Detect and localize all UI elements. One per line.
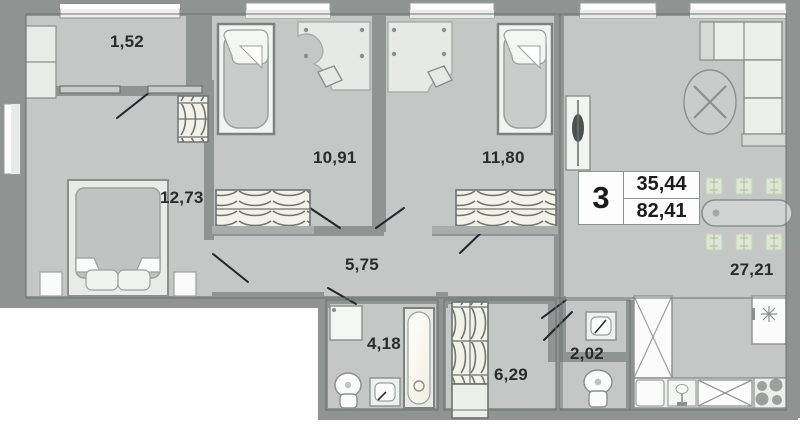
total-area-value: 82,41 [636,199,687,222]
bathroom-fixtures [329,305,435,409]
room-label-wc: 2,02 [570,344,604,363]
wc-fixtures [583,311,617,408]
bedroom-right-furniture [387,21,591,234]
room-label-bedroom-right: 11,80 [482,148,525,167]
room-label-corridor: 5,75 [345,255,379,274]
sofa-hall [39,179,197,297]
unit-summary-badge: 3 35,44 82,41 [578,171,700,225]
room-label-balcony: 1,52 [110,32,144,51]
room-label-hall: 12,73 [160,188,204,207]
living-area-value: 35,44 [624,172,699,199]
floor-corridor [212,232,554,298]
kitchen-living-furniture [633,21,793,409]
room-label-bathroom: 4,18 [367,334,401,353]
hallway-wardrobe [451,301,489,419]
wardrobe-hall [177,95,209,143]
room-label-bedroom-left: 10,91 [313,148,357,167]
wall-outlines [25,13,787,411]
room-label-kitchen-living: 27,21 [730,260,774,279]
balcony-cabinets [25,25,57,99]
bedroom-left-furniture [212,21,371,234]
room-count: 3 [579,172,624,224]
room-label-hallway-rear: 6,29 [494,365,528,384]
